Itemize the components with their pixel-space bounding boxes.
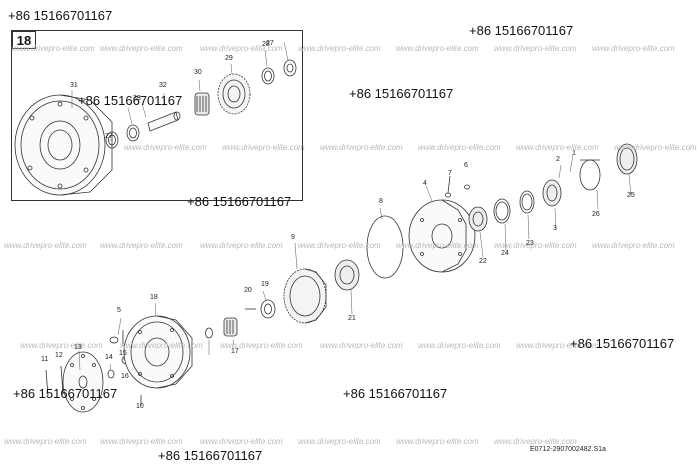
watermark-text: www.drivepro-elite.com (120, 341, 203, 350)
part-number-label: 25 (627, 192, 635, 199)
phone-overlay: +86 15166701167 (469, 23, 574, 38)
watermark-text: www.drivepro-elite.com (494, 241, 577, 250)
part-number-label: 5 (117, 307, 121, 314)
watermark-text: www.drivepro-elite.com (396, 437, 479, 446)
part-number-label: 20 (244, 287, 252, 294)
watermark-text: www.drivepro-elite.com (396, 44, 479, 53)
watermark-text: www.drivepro-elite.com (4, 241, 87, 250)
watermark-text: www.drivepro-elite.com (12, 44, 95, 53)
watermark-text: www.drivepro-elite.com (418, 341, 501, 350)
part-number-label: 31 (70, 82, 78, 89)
part-number-label: 27 (105, 133, 113, 140)
part-number-label: 32 (159, 82, 167, 89)
watermark-text: www.drivepro-elite.com (614, 143, 697, 152)
part-number-label: 18 (150, 294, 158, 301)
inset-ring-and-washer (261, 59, 297, 85)
inset-gear (217, 73, 251, 115)
cover-plate (62, 351, 104, 413)
part-number-label: 27 (266, 40, 274, 47)
watermark-text: www.drivepro-elite.com (320, 341, 403, 350)
part-number-label: 12 (55, 352, 63, 359)
watermark-text: www.drivepro-elite.com (494, 437, 577, 446)
phone-overlay: +86 15166701167 (8, 8, 113, 23)
part-number-label: 9 (291, 234, 295, 241)
part-number-label: 8 (379, 198, 383, 205)
phone-overlay: +86 15166701167 (78, 93, 183, 108)
bearing-21 (334, 259, 360, 291)
bolts-and-plugs (45, 330, 142, 406)
watermark-text: www.drivepro-elite.com (100, 44, 183, 53)
part-number-label: 26 (592, 211, 600, 218)
part-number-label: 3 (553, 225, 557, 232)
watermark-text: www.drivepro-elite.com (516, 341, 599, 350)
watermark-text: www.drivepro-elite.com (592, 241, 675, 250)
watermark-text: www.drivepro-elite.com (200, 437, 283, 446)
watermark-text: www.drivepro-elite.com (200, 44, 283, 53)
part-number-label: 11 (41, 356, 49, 363)
part-number-label: 10 (136, 403, 144, 410)
inset-hub-housing (14, 94, 113, 196)
part-number-label: 13 (74, 344, 82, 351)
phone-overlay: +86 15166701167 (343, 386, 448, 401)
phone-overlay: +86 15166701167 (349, 86, 454, 101)
watermark-text: www.drivepro-elite.com (298, 437, 381, 446)
watermark-text: www.drivepro-elite.com (418, 143, 501, 152)
watermark-text: www.drivepro-elite.com (516, 143, 599, 152)
part-number-label: 33 (133, 95, 141, 102)
part-number-label: 14 (105, 354, 113, 361)
planet-carrier-housing (123, 315, 193, 389)
watermark-text: www.drivepro-elite.com (494, 44, 577, 53)
gearbox-housing (408, 199, 476, 273)
part-number-label: 6 (464, 162, 468, 169)
part-number-label: 4 (423, 180, 427, 187)
watermark-text: www.drivepro-elite.com (124, 143, 207, 152)
inset-label: 18 (12, 31, 36, 49)
part-number-label: 21 (348, 315, 356, 322)
ring-gear (283, 268, 327, 324)
watermark-text: www.drivepro-elite.com (100, 241, 183, 250)
watermark-text: www.drivepro-elite.com (100, 437, 183, 446)
part-number-label: 16 (121, 373, 129, 380)
part-number-label: 29 (225, 55, 233, 62)
phone-overlay: +86 15166701167 (570, 336, 675, 351)
part-number-label: 15 (119, 350, 127, 357)
needle-bearing-and-washers (205, 299, 276, 339)
part-number-label: 19 (261, 281, 269, 288)
bearing-22 (468, 206, 488, 232)
phone-overlay: +86 15166701167 (187, 194, 292, 209)
watermark-text: www.drivepro-elite.com (592, 44, 675, 53)
watermark-text: www.drivepro-elite.com (320, 143, 403, 152)
drawing-reference-code: E0712-2907002482.S1a (530, 446, 606, 453)
part-number-label: 24 (501, 250, 509, 257)
watermark-text: www.drivepro-elite.com (298, 44, 381, 53)
part-number-label: 23 (526, 240, 534, 247)
part-number-label: 7 (448, 170, 452, 177)
part-number-label: 28 (262, 41, 270, 48)
part-number-label: 22 (479, 258, 487, 265)
watermark-text: www.drivepro-elite.com (20, 341, 103, 350)
watermark-text: www.drivepro-elite.com (222, 143, 305, 152)
phone-overlay: +86 15166701167 (158, 448, 263, 463)
inset-frame (11, 30, 303, 201)
seal-sleeve-26 (579, 159, 601, 191)
watermark-text: www.drivepro-elite.com (220, 341, 303, 350)
part-number-label: 17 (231, 348, 239, 355)
part-number-label: 30 (194, 69, 202, 76)
watermark-text: www.drivepro-elite.com (4, 437, 87, 446)
watermark-text: www.drivepro-elite.com (396, 241, 479, 250)
gasket-8 (366, 215, 404, 279)
part-number-label: 2 (556, 156, 560, 163)
phone-overlay: +86 15166701167 (13, 386, 118, 401)
oil-seal-25 (616, 143, 638, 175)
housing-fasteners (445, 175, 470, 198)
seal-rings (493, 179, 562, 224)
part-number-label: 1 (572, 150, 576, 157)
watermark-text: www.drivepro-elite.com (298, 241, 381, 250)
watermark-text: www.drivepro-elite.com (200, 241, 283, 250)
